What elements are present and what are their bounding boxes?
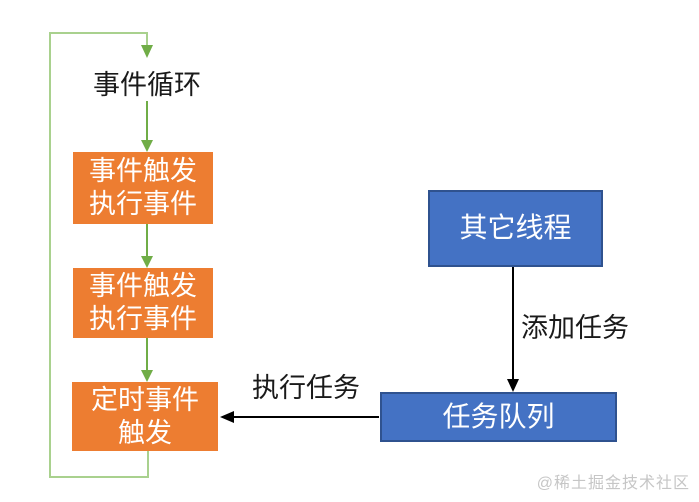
loop-box-3-line2: 触发	[118, 417, 172, 448]
arrowhead-timer	[220, 411, 234, 423]
loop-box-1-line2: 执行事件	[89, 189, 197, 219]
watermark: @稀土掘金技术社区	[536, 475, 690, 492]
arrowhead-box1	[141, 140, 153, 152]
task-queue-label: 任务队列	[442, 400, 555, 432]
loop-box-event-trigger-1: 事件触发 执行事件	[73, 152, 213, 224]
loop-box-3-line1: 定时事件	[91, 384, 199, 415]
loop-box-1-line1: 事件触发	[89, 156, 197, 187]
arrowhead-box3	[141, 370, 153, 382]
edge-label-run-task: 执行任务	[252, 373, 360, 403]
loop-box-2-line1: 事件触发	[89, 271, 197, 302]
other-thread-label: 其它线程	[459, 212, 572, 244]
loop-box-timer-event: 定时事件 触发	[72, 382, 218, 451]
other-thread-box: 其它线程	[428, 190, 603, 267]
loop-box-event-trigger-2: 事件触发 执行事件	[73, 268, 213, 338]
loop-arrowhead-title	[141, 45, 153, 58]
loop-path-line	[49, 32, 149, 478]
arrowhead-box2	[141, 256, 153, 268]
task-queue-box: 任务队列	[380, 392, 617, 442]
event-loop-title: 事件循环	[93, 70, 201, 100]
arrowhead-queue	[507, 379, 519, 392]
edge-label-add-task: 添加任务	[521, 313, 629, 343]
loop-box-2-line2: 执行事件	[89, 304, 197, 334]
